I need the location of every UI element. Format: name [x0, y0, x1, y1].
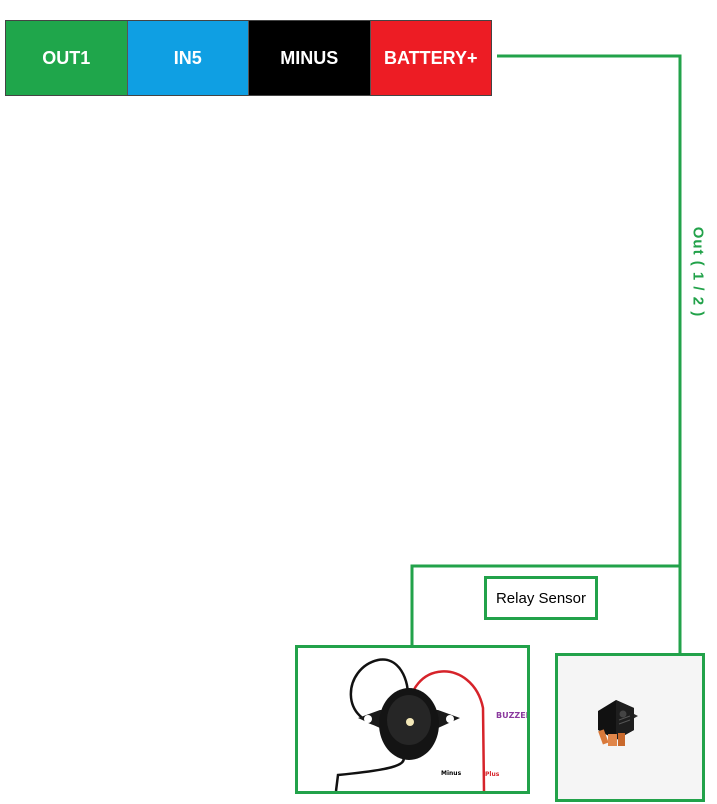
- output-label: Out ( 1 / 2 ): [689, 226, 707, 318]
- terminal-minus-label: MINUS: [280, 47, 339, 68]
- buzzer-panel: BUZZER Minus Plus: [295, 645, 530, 794]
- terminal-battery-plus-label: BATTERY+: [383, 47, 478, 68]
- terminal-minus: MINUS: [249, 21, 371, 95]
- terminal-out1: OUT1: [6, 21, 128, 95]
- buzzer-icon: BUZZER Minus Plus: [334, 658, 527, 791]
- relay-panel: [555, 653, 705, 802]
- terminal-strip: OUT1 IN5 MINUS BATTERY+: [5, 20, 492, 96]
- buzzer-branch-wire: [410, 564, 680, 647]
- buzzer-title: BUZZER: [496, 711, 527, 720]
- terminal-battery-plus: BATTERY+: [370, 21, 491, 95]
- buzzer-plus-label: Plus: [485, 771, 500, 778]
- relay-pin-3: [618, 733, 625, 746]
- terminal-out1-label: OUT1: [42, 47, 91, 68]
- relay-sensor-label-box: Relay Sensor: [484, 576, 598, 620]
- main-output-wire: [497, 54, 682, 655]
- terminal-in5-label: IN5: [173, 47, 202, 68]
- relay-pin-1: [598, 729, 609, 745]
- terminal-in5: IN5: [127, 21, 249, 95]
- buzzer-minus-label: Minus: [441, 770, 462, 777]
- buzzer-hole: [406, 718, 414, 726]
- automotive-relay-icon: [598, 700, 638, 746]
- relay-pin-2: [608, 734, 617, 746]
- relay-sensor-label: Relay Sensor: [495, 589, 587, 607]
